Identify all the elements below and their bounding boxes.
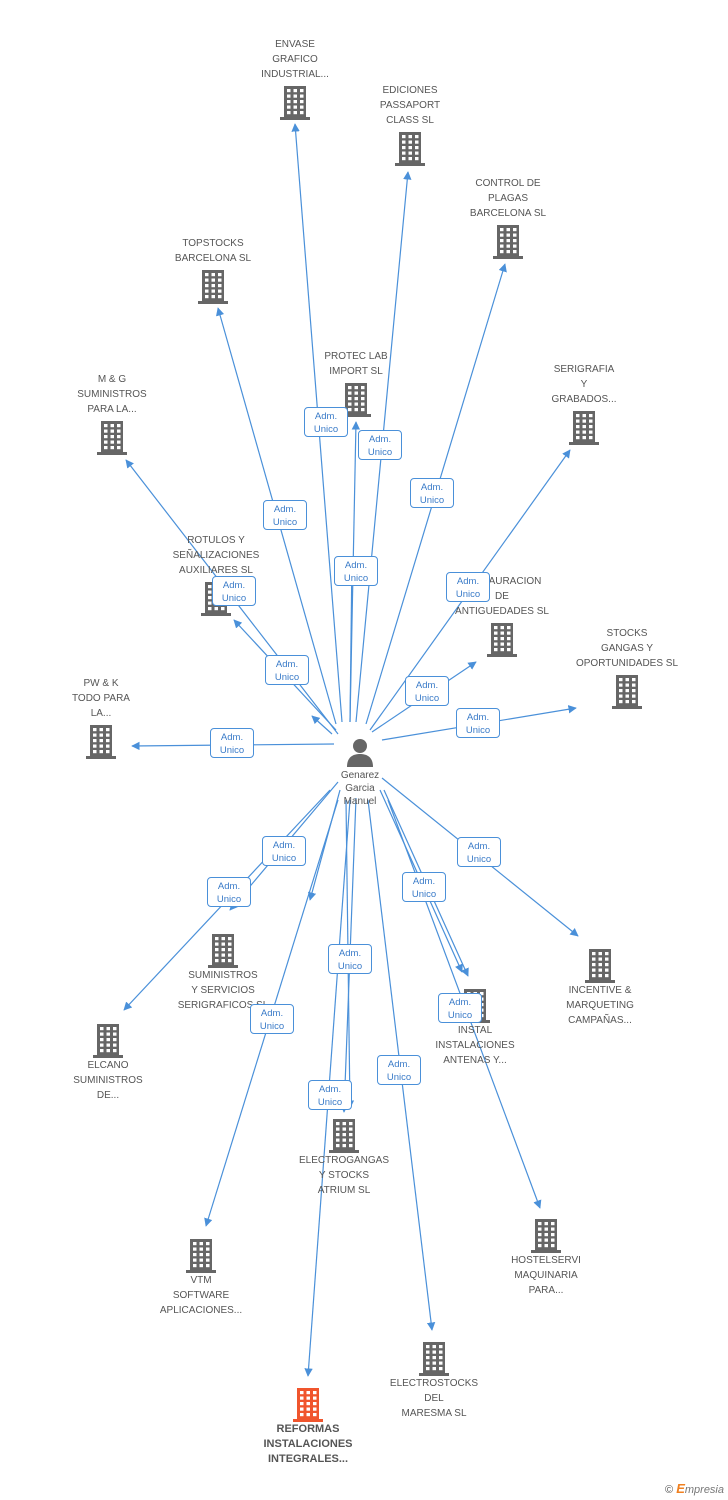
building-icon <box>86 725 116 759</box>
role-badge-rotulos-2[interactable]: Adm. Unico <box>265 655 309 685</box>
company-node-reformas[interactable]: REFORMAS INSTALACIONES INTEGRALES... <box>243 1384 373 1467</box>
building-icon <box>97 421 127 455</box>
role-badge-instal[interactable]: Adm. Unico <box>402 872 446 902</box>
company-label: INCENTIVE & MARQUETING CAMPAÑAS... <box>566 985 634 1026</box>
company-label: STOCKS GANGAS Y OPORTUNIDADES SL <box>575 628 679 669</box>
role-badge-suministros[interactable]: Adm. Unico <box>262 836 306 866</box>
building-icon <box>531 1219 561 1253</box>
role-badge-reformas[interactable]: Adm. Unico <box>308 1080 352 1110</box>
company-label: SERIGRAFIA Y GRABADOS... <box>551 364 617 405</box>
company-node-ediciones[interactable]: EDICIONES PASSAPORT CLASS SL <box>345 83 475 166</box>
company-node-electrostocks[interactable]: ELECTROSTOCKS DEL MARESMA SL <box>369 1338 499 1421</box>
brand-initial: E <box>676 1481 685 1496</box>
role-badge-electrostocks[interactable]: Adm. Unico <box>377 1055 421 1085</box>
copyright-brand: © Empresia <box>665 1481 724 1496</box>
company-node-stocks[interactable]: STOCKS GANGAS Y OPORTUNIDADES SL <box>562 626 692 709</box>
company-node-control[interactable]: CONTROL DE PLAGAS BARCELONA SL <box>443 176 573 259</box>
company-node-serigrafia[interactable]: SERIGRAFIA Y GRABADOS... <box>519 362 649 445</box>
building-icon <box>198 270 228 304</box>
company-node-topstocks[interactable]: TOPSTOCKS BARCELONA SL <box>148 236 278 304</box>
building-icon <box>612 675 642 709</box>
building-icon <box>93 1024 123 1058</box>
company-label: TOPSTOCKS BARCELONA SL <box>174 238 252 264</box>
role-badge-proteclab-2[interactable]: Adm. Unico <box>334 556 378 586</box>
role-badge-restauracion[interactable]: Adm. Unico <box>405 676 449 706</box>
company-label: INSTAL INSTALACIONES ANTENAS Y... <box>435 1025 515 1066</box>
company-node-proteclab[interactable]: PROTEC LAB IMPORT SL <box>291 349 421 417</box>
company-node-electrogangas[interactable]: ELECTROGANGAS Y STOCKS ATRIUM SL <box>279 1115 409 1198</box>
role-badge-topstocks[interactable]: Adm. Unico <box>263 500 307 530</box>
company-label: REFORMAS INSTALACIONES INTEGRALES... <box>263 1423 353 1465</box>
company-label: PROTEC LAB IMPORT SL <box>324 351 388 377</box>
company-label: ENVASE GRAFICO INDUSTRIAL... <box>261 39 329 80</box>
company-label: RESTAURACION DE ANTIGUEDADES SL <box>455 576 549 617</box>
person-node[interactable]: Genarez Garcia Manuel <box>320 737 400 808</box>
building-icon <box>293 1388 323 1422</box>
company-label: ROTULOS Y SEÑALIZACIONES AUXILIARES SL <box>172 535 260 576</box>
building-icon <box>419 1342 449 1376</box>
edge-suministros-2 <box>307 789 341 901</box>
role-badge-pwk[interactable]: Adm. Unico <box>210 728 254 758</box>
company-label: M & G SUMINISTROS PARA LA... <box>77 374 147 415</box>
person-label: Genarez Garcia Manuel <box>340 770 380 807</box>
building-icon <box>395 132 425 166</box>
company-label: HOSTELSERVI MAQUINARIA PARA... <box>511 1255 581 1296</box>
role-badge-electrogangas[interactable]: Adm. Unico <box>328 944 372 974</box>
company-label: EDICIONES PASSAPORT CLASS SL <box>379 85 441 126</box>
building-icon <box>280 86 310 120</box>
company-label: ELCANO SUMINISTROS DE... <box>73 1060 143 1101</box>
company-label: PW & K TODO PARA LA... <box>72 678 130 719</box>
company-node-incentive[interactable]: INCENTIVE & MARQUETING CAMPAÑAS... <box>535 945 665 1028</box>
role-badge-proteclab[interactable]: Adm. Unico <box>304 407 348 437</box>
building-icon <box>493 225 523 259</box>
company-label: ELECTROGANGAS Y STOCKS ATRIUM SL <box>298 1155 390 1196</box>
company-node-vtm[interactable]: VTM SOFTWARE APLICACIONES... <box>136 1235 266 1318</box>
role-badge-rotulos[interactable]: Adm. Unico <box>212 576 256 606</box>
company-node-restauracion[interactable]: RESTAURACION DE ANTIGUEDADES SL <box>437 574 567 657</box>
building-icon <box>329 1119 359 1153</box>
role-badge-elcano[interactable]: Adm. Unico <box>207 877 251 907</box>
role-badge-vtm[interactable]: Adm. Unico <box>250 1004 294 1034</box>
edge-rotulos-2 <box>311 715 333 735</box>
role-badge-incentive[interactable]: Adm. Unico <box>457 837 501 867</box>
brand-rest: mpresia <box>684 1484 724 1496</box>
role-badge-control[interactable]: Adm. Unico <box>410 478 454 508</box>
company-node-hostelservi[interactable]: HOSTELSERVI MAQUINARIA PARA... <box>481 1215 611 1298</box>
building-icon <box>341 383 371 417</box>
building-icon <box>208 934 238 968</box>
building-icon <box>569 411 599 445</box>
building-icon <box>585 949 615 983</box>
company-node-pwk[interactable]: PW & K TODO PARA LA... <box>36 676 166 759</box>
company-node-elcano[interactable]: ELCANO SUMINISTROS DE... <box>43 1020 173 1103</box>
person-icon <box>347 739 373 767</box>
building-icon <box>487 623 517 657</box>
role-badge-stocks[interactable]: Adm. Unico <box>456 708 500 738</box>
role-badge-serigrafia[interactable]: Adm. Unico <box>446 572 490 602</box>
company-node-suministros[interactable]: SUMINISTROS Y SERVICIOS SERIGRAFICOS SL <box>158 930 288 1013</box>
company-node-mg[interactable]: M & G SUMINISTROS PARA LA... <box>47 372 177 455</box>
role-badge-ediciones[interactable]: Adm. Unico <box>358 430 402 460</box>
company-label: CONTROL DE PLAGAS BARCELONA SL <box>469 178 547 219</box>
role-badge-hostelservi[interactable]: Adm. Unico <box>438 993 482 1023</box>
company-label: ELECTROSTOCKS DEL MARESMA SL <box>389 1378 479 1419</box>
copyright-symbol: © <box>665 1484 674 1496</box>
building-icon <box>186 1239 216 1273</box>
company-label: VTM SOFTWARE APLICACIONES... <box>159 1275 243 1316</box>
company-node-envase[interactable]: ENVASE GRAFICO INDUSTRIAL... <box>230 37 360 120</box>
